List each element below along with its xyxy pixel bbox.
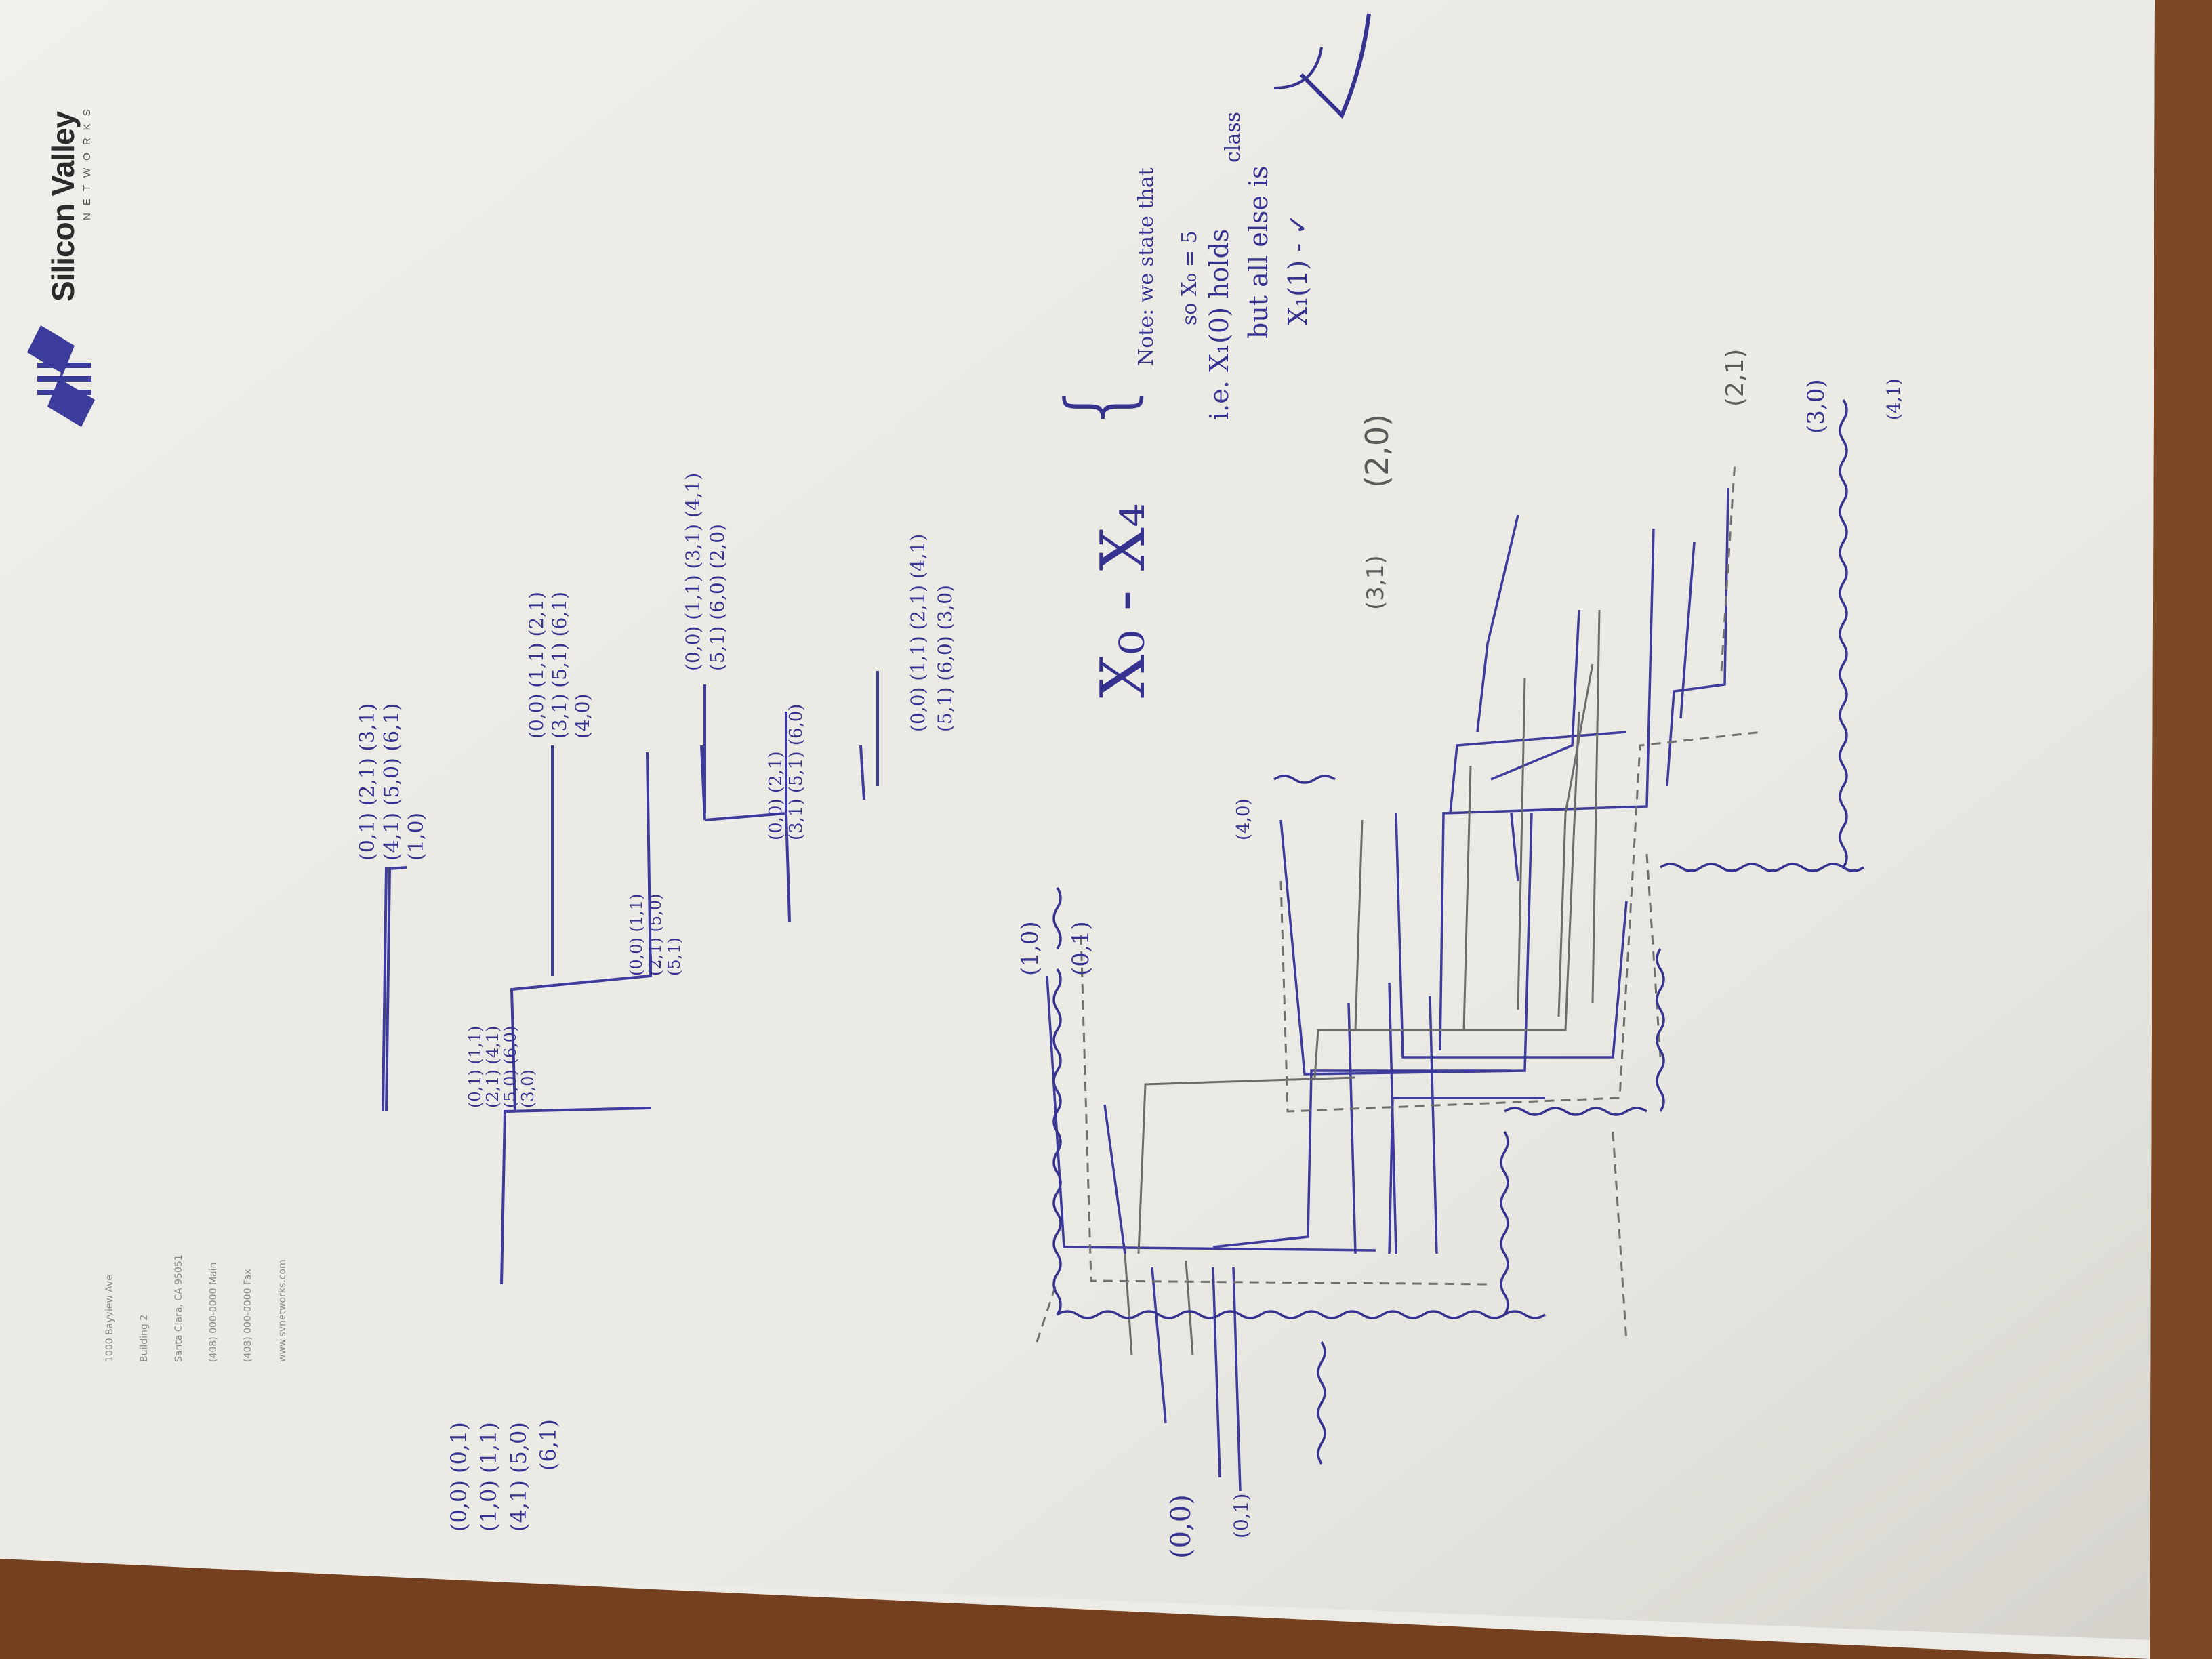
lower-leaf-label: (0,0) (2,1) (3,1) (5,1) (6,0) bbox=[766, 703, 806, 840]
formula-x0-x4: X₀ - X₄ bbox=[1088, 503, 1159, 698]
mid-leaf-label: (0,0) (1,1) (2,1) (5,0) (5,1) bbox=[627, 893, 684, 976]
root-set-label: (0,0) (0,1) (1,0) (1,1) (4,1) (5,0) (6,1… bbox=[446, 1419, 561, 1532]
company-subtitle: NETWORKS bbox=[81, 102, 93, 220]
node-label-31: (3,1) bbox=[1362, 555, 1389, 610]
letterhead-address: 1000 Bayview Ave Building 2 Santa Clara,… bbox=[104, 1254, 288, 1362]
pencil-lines bbox=[1124, 609, 1601, 1356]
node-label-11: (0,1) bbox=[1067, 921, 1094, 976]
company-name: Silicon Valley bbox=[45, 111, 81, 302]
node-label-41: (4,1) bbox=[1884, 378, 1904, 420]
node-label-40: (4,0) bbox=[1233, 798, 1254, 840]
diagram-lines bbox=[1046, 487, 1729, 1492]
note-block-2: i.e. X₁(0) holds but all else is X₁(1) -… bbox=[1204, 165, 1313, 420]
table-edge-right bbox=[2150, 0, 2212, 1659]
bottom-right-label: (0,0) (1,1) (2,1) (4,1) (5,1) (6,0) (3,0… bbox=[907, 533, 956, 732]
brace-icon: { bbox=[1047, 377, 1150, 434]
lower-right-label: (0,0) (1,1) (3,1) (4,1) (5,1) (6,0) (2,0… bbox=[682, 472, 729, 671]
dashed-outlines bbox=[1036, 460, 1763, 1343]
logo-mark-icon bbox=[27, 325, 95, 427]
company-logo: Silicon Valley NETWORKS bbox=[45, 102, 93, 302]
mid-right-label: (0,0) (1,1) (2,1) (3,1) (5,1) (6,1) (4,0… bbox=[525, 592, 594, 739]
node-label-30: (3,0) bbox=[1803, 379, 1830, 434]
table-edge-bottom bbox=[0, 1559, 2150, 1659]
left-leaf-label: (0,1) (1,1) (2,1) (4,1) (5,0) (6,0) (3,0… bbox=[466, 1025, 537, 1108]
node-label-01: (0,1) bbox=[1230, 1493, 1252, 1538]
node-label-21: (2,1) bbox=[1721, 348, 1749, 407]
right-top-label: (0,1) (2,1) (3,1) (4,1) (5,0) (6,1) (1,0… bbox=[356, 703, 428, 861]
wavy-boundary bbox=[1052, 399, 1864, 1465]
node-label-00: (0,0) bbox=[1166, 1494, 1197, 1559]
tree-lines bbox=[382, 671, 879, 1285]
checkmark-icon bbox=[1299, 13, 1371, 119]
node-label-20: (2,0) bbox=[1359, 413, 1395, 488]
node-label-10: (1,0) bbox=[1017, 921, 1044, 976]
